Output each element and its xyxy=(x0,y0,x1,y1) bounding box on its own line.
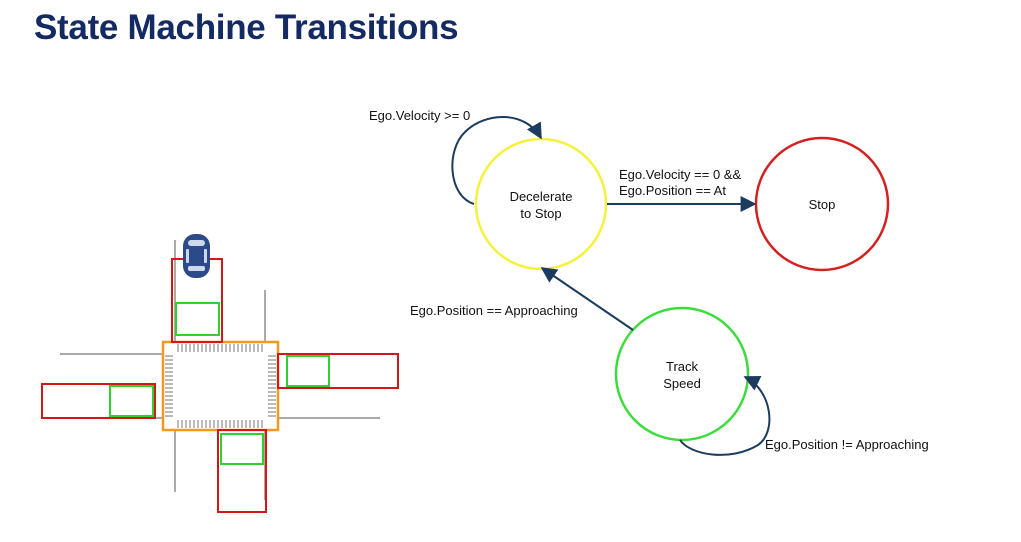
stop-zone-north xyxy=(175,302,220,336)
slide-title: State Machine Transitions xyxy=(34,8,459,47)
transition-label-decelerate-self: Ego.Velocity >= 0 xyxy=(369,108,470,123)
transition-label-decelerate-to-stop-line2: Ego.Position == At xyxy=(619,183,726,198)
intersection-zone xyxy=(161,340,280,432)
approach-zone-south xyxy=(217,429,267,513)
state-track-label-line1: Track xyxy=(666,359,699,374)
state-track-label-line2: Speed xyxy=(663,376,701,391)
transition-label-track-self: Ego.Position != Approaching xyxy=(765,437,929,452)
stop-zone-south xyxy=(220,433,264,465)
crosswalks xyxy=(165,344,276,428)
transition-arrow-decelerate-self xyxy=(451,116,542,205)
approach-zone-west xyxy=(41,383,156,419)
stop-zone-east xyxy=(286,355,330,387)
transition-label-track-to-decelerate: Ego.Position == Approaching xyxy=(410,303,578,318)
state-decelerate-to-stop xyxy=(474,137,608,271)
ego-car-icon xyxy=(183,234,210,278)
transition-arrow-track-to-decelerate xyxy=(540,267,634,331)
state-stop-label: Stop xyxy=(809,197,836,212)
state-track-speed xyxy=(614,306,750,442)
state-machine: Decelerate to Stop Stop Track Speed Ego.… xyxy=(369,108,929,456)
transition-arrow-track-self xyxy=(679,376,771,456)
state-decelerate-label-line2: to Stop xyxy=(520,206,561,221)
approach-zone-east xyxy=(277,353,399,389)
stop-zone-west xyxy=(109,385,154,417)
state-decelerate-label-line1: Decelerate xyxy=(510,189,573,204)
intersection-illustration xyxy=(41,234,399,513)
transition-label-decelerate-to-stop-line1: Ego.Velocity == 0 && xyxy=(619,167,741,182)
